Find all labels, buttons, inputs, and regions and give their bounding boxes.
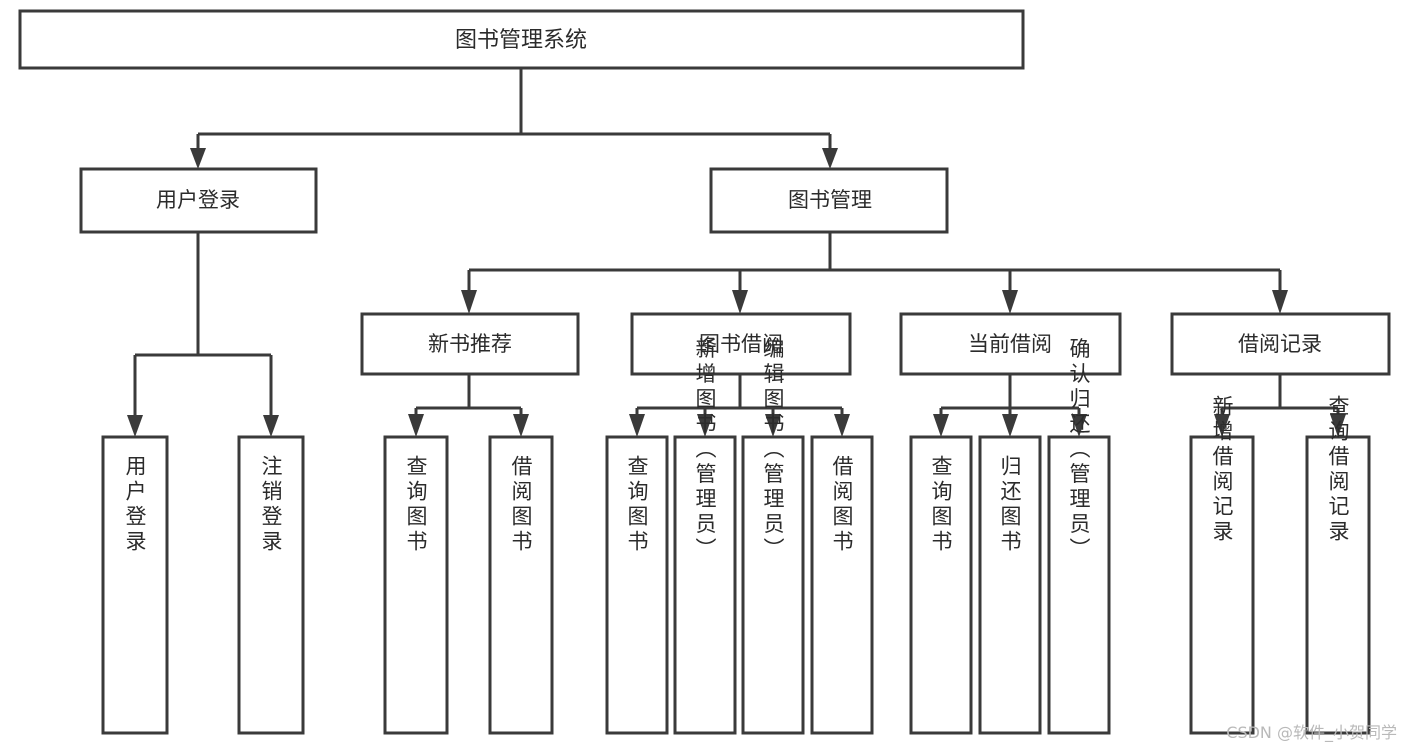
- node-login-label: 用户登录: [156, 188, 240, 212]
- edge-current-to-bus: [939, 374, 1081, 418]
- node-bookmgmt-label: 图书管理: [788, 188, 872, 212]
- node-root-box[interactable]: [18, 9, 1025, 70]
- edge-bookmgmt-to-bus: [467, 232, 1282, 292]
- node-leaf-9[interactable]: 查询图书: [909, 435, 973, 735]
- node-leaf-1[interactable]: 用户登录: [101, 435, 169, 735]
- node-leaf-9-box[interactable]: [909, 435, 973, 735]
- node-leaf-1-label: 用户登录: [123, 455, 147, 555]
- arrowhead-to-leaf-12: [1214, 414, 1230, 437]
- node-leaf-1-box[interactable]: [101, 435, 169, 735]
- node-leaf-10-label: 归还图书: [998, 455, 1022, 555]
- node-leaf-12-box[interactable]: [1189, 435, 1255, 735]
- arrowhead-to-leaf-11: [1071, 414, 1087, 437]
- arrowhead-to-leaf-4: [513, 414, 529, 437]
- node-login-box[interactable]: [79, 167, 318, 234]
- node-leaf-7[interactable]: 编辑图书（管理员）: [741, 338, 805, 735]
- arrowhead-to-leaf-13: [1330, 414, 1346, 437]
- node-leaf-13-box[interactable]: [1305, 435, 1371, 735]
- arrowhead-to-leaf-9: [933, 414, 949, 437]
- arrowhead-to-current: [1002, 290, 1018, 314]
- arrowhead-to-login: [190, 148, 206, 169]
- node-borrow[interactable]: 图书借阅: [630, 312, 852, 376]
- node-bookmgmt-box[interactable]: [709, 167, 949, 234]
- arrowhead-to-leaf-3: [408, 414, 424, 437]
- node-leaf-4-label: 借阅图书: [509, 455, 533, 555]
- node-leaf-5-label: 查询图书: [625, 455, 649, 555]
- edge-root-to-bus: [196, 68, 832, 150]
- edge-login-to-bus: [133, 232, 273, 418]
- node-leaf-11-box[interactable]: [1047, 435, 1111, 735]
- node-records[interactable]: 借阅记录: [1170, 312, 1391, 376]
- node-leaf-4[interactable]: 借阅图书: [488, 435, 554, 735]
- node-leaf-9-label: 查询图书: [929, 455, 953, 555]
- node-current-box[interactable]: [899, 312, 1122, 376]
- node-leaf-10-box[interactable]: [978, 435, 1042, 735]
- node-newbook-label: 新书推荐: [428, 332, 512, 356]
- node-borrow-label: 图书借阅: [699, 332, 783, 356]
- node-records-label: 借阅记录: [1238, 332, 1322, 356]
- node-leaf-3-label: 查询图书: [404, 455, 428, 555]
- node-login[interactable]: 用户登录: [79, 167, 318, 234]
- node-leaf-11[interactable]: 确认归还（管理员）: [1047, 338, 1111, 735]
- edge-records-to-bus: [1220, 374, 1340, 418]
- node-leaf-6[interactable]: 新增图书（管理员）: [673, 338, 737, 735]
- node-leaf-6-box[interactable]: [673, 435, 737, 735]
- arrowhead-to-borrow: [732, 290, 748, 314]
- node-current-label: 当前借阅: [968, 332, 1052, 356]
- node-leaf-12-label: 新增借阅记录: [1210, 395, 1234, 545]
- arrowhead-to-leaf-5: [629, 414, 645, 437]
- arrowhead-to-newbook: [461, 290, 477, 314]
- node-newbook[interactable]: 新书推荐: [360, 312, 580, 376]
- node-current[interactable]: 当前借阅: [899, 312, 1122, 376]
- node-bookmgmt[interactable]: 图书管理: [709, 167, 949, 234]
- node-root-label: 图书管理系统: [455, 28, 587, 53]
- arrowhead-to-leaf-6: [697, 414, 713, 437]
- node-borrow-box[interactable]: [630, 312, 852, 376]
- node-leaf-5[interactable]: 查询图书: [605, 435, 669, 735]
- node-leaf-5-box[interactable]: [605, 435, 669, 735]
- node-leaf-2-label: 注销登录: [259, 455, 283, 555]
- node-leaf-3[interactable]: 查询图书: [383, 435, 449, 735]
- arrowhead-to-leaf-8: [834, 414, 850, 437]
- arrowhead-to-bookmgmt: [822, 148, 838, 169]
- arrowhead-to-leaf-1: [127, 415, 143, 437]
- node-leaf-4-box[interactable]: [488, 435, 554, 735]
- arrowhead-to-leaf-7: [765, 414, 781, 437]
- node-leaf-11-label: 确认归还（管理员）: [1067, 338, 1091, 563]
- arrowhead-to-leaf-2: [263, 415, 279, 437]
- node-leaf-2[interactable]: 注销登录: [237, 435, 305, 735]
- node-leaf-10[interactable]: 归还图书: [978, 435, 1042, 735]
- node-leaf-3-box[interactable]: [383, 435, 449, 735]
- node-leaf-7-box[interactable]: [741, 435, 805, 735]
- edge-newbook-to-bus: [414, 374, 523, 418]
- node-leaf-7-label: 编辑图书（管理员）: [761, 338, 785, 563]
- node-leaf-12[interactable]: 新增借阅记录: [1189, 395, 1255, 735]
- edge-borrow-to-bus: [635, 374, 844, 418]
- arrowhead-to-records: [1272, 290, 1288, 314]
- node-leaf-13-label: 查询借阅记录: [1326, 395, 1350, 545]
- node-leaf-13[interactable]: 查询借阅记录: [1305, 395, 1371, 735]
- edges-layer: [127, 68, 1346, 437]
- node-leaf-8-label: 借阅图书: [830, 455, 854, 555]
- node-newbook-box[interactable]: [360, 312, 580, 376]
- node-leaf-6-label: 新增图书（管理员）: [693, 338, 717, 563]
- arrowhead-to-leaf-10: [1002, 414, 1018, 437]
- node-root[interactable]: 图书管理系统: [18, 9, 1025, 70]
- node-leaf-2-box[interactable]: [237, 435, 305, 735]
- node-records-box[interactable]: [1170, 312, 1391, 376]
- node-leaf-8-box[interactable]: [810, 435, 874, 735]
- csdn-watermark: CSDN @软件_小贺同学: [1226, 723, 1397, 742]
- node-leaf-8[interactable]: 借阅图书: [810, 435, 874, 735]
